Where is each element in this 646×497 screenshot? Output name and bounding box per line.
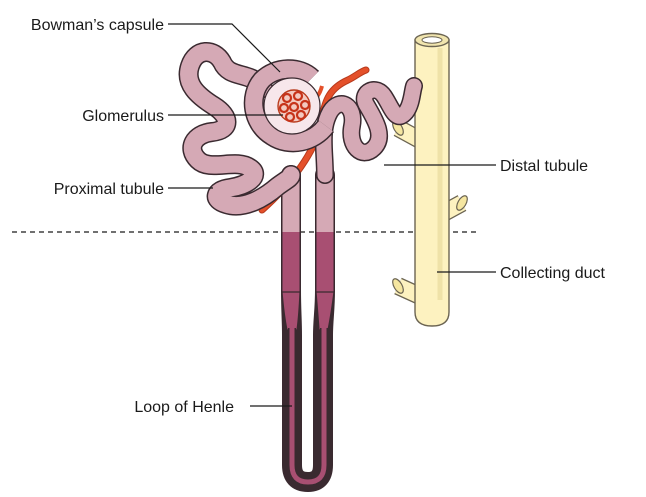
collecting-duct: [392, 32, 468, 327]
label-collecting-duct: Collecting duct: [500, 265, 606, 282]
glomerulus: [277, 89, 311, 123]
label-proximal-tubule: Proximal tubule: [54, 181, 164, 198]
distal-tubule: [314, 77, 423, 184]
label-bowmans-capsule: Bowman’s capsule: [31, 17, 164, 34]
label-glomerulus: Glomerulus: [82, 108, 164, 125]
proximal-tubule: [178, 42, 301, 216]
label-distal-tubule: Distal tubule: [500, 158, 588, 175]
leader-bowmans-capsule: [168, 23, 281, 73]
label-loop-of-henle: Loop of Henle: [134, 399, 234, 416]
